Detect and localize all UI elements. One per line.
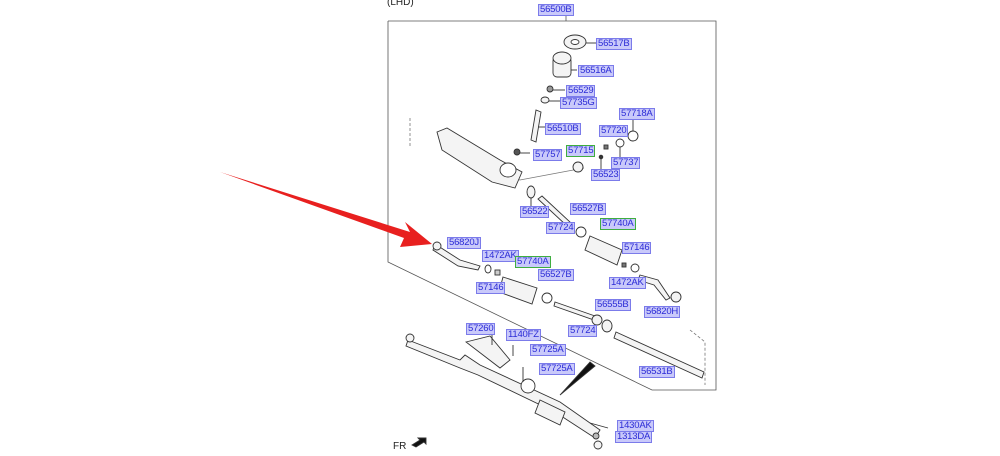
part-label[interactable]: 56516A [578,65,614,77]
part-label[interactable]: 57724 [568,325,598,337]
part-label[interactable]: 57757 [533,149,563,161]
part-label[interactable]: 1313DA [615,431,653,443]
assembly-frame [387,14,717,391]
part-label[interactable]: 56820H [644,306,681,318]
part-label[interactable]: 56555B [595,299,631,311]
part-label[interactable]: 1472AK [482,250,519,262]
part-label[interactable]: 56527B [538,269,574,281]
part-label[interactable]: 57724 [546,222,576,234]
part-label[interactable]: 57725A [539,363,575,375]
part-label[interactable]: 57718A [619,108,655,120]
part-label[interactable]: 1472AK [609,277,646,289]
part-label[interactable]: 56531B [639,366,675,378]
part-label[interactable]: 57146 [622,242,652,254]
part-label[interactable]: 56523 [591,169,621,181]
part-label[interactable]: 57715 [566,145,596,157]
part-label[interactable]: 57735G [560,97,597,109]
part-label[interactable]: 57740A [600,218,636,230]
front-direction-label: FR [393,441,407,452]
highlight-arrow [220,172,432,247]
part-label[interactable]: 56522 [520,206,550,218]
diagram-caption: (LHD) [387,0,414,8]
part-label[interactable]: 57740A [515,256,551,268]
part-label[interactable]: 56820J [447,237,481,249]
part-drawings [405,34,705,450]
part-label[interactable]: 56527B [570,203,606,215]
part-label[interactable]: 56510B [545,123,581,135]
part-label[interactable]: 57146 [476,282,506,294]
part-label[interactable]: 56517B [596,38,632,50]
part-label[interactable]: 57720 [599,125,629,137]
part-label[interactable]: 56500B [538,4,574,16]
part-label[interactable]: 57725A [530,344,566,356]
part-label[interactable]: 1140FZ [506,329,541,341]
part-label[interactable]: 57737 [611,157,641,169]
part-label[interactable]: 57260 [466,323,496,335]
part-label[interactable]: 56529 [566,85,596,97]
